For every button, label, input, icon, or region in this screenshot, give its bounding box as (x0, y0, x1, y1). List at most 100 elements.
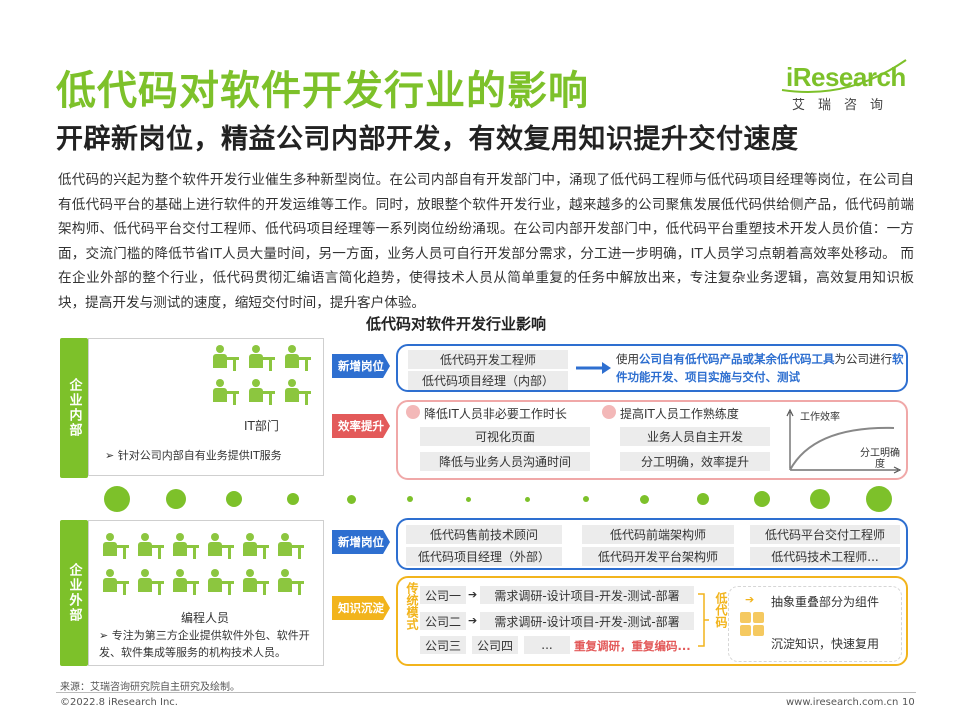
person-at-desk-icon (278, 533, 304, 559)
page-title: 低代码对软件开发行业的影响 (56, 68, 589, 114)
repeat-warning: 重复调研，重复编码... (574, 639, 691, 653)
person-at-desk-icon (208, 533, 234, 559)
person-at-desk-icon (138, 569, 164, 595)
arrow-icon: ➔ (468, 614, 478, 627)
person-at-desk-icon (213, 345, 239, 371)
role-pill: 低代码项目经理（内部） (408, 371, 568, 390)
internal-efficiency-box: 降低IT人员非必要工作时长 可视化页面 降低与业务人员沟通时间 提高IT人员工作… (396, 400, 908, 480)
efficiency-item: 可视化页面 (420, 427, 590, 446)
person-at-desk-icon (208, 569, 234, 595)
chart-title: 低代码对软件开发行业影响 (366, 315, 547, 333)
bullet-icon (406, 405, 420, 419)
role-pill: 低代码前端架构师 (582, 525, 734, 544)
role-pill: 低代码售前技术顾问 (406, 525, 562, 544)
divider-dot (582, 496, 589, 502)
page-number: 10 (902, 697, 915, 708)
person-at-desk-icon (173, 533, 199, 559)
logo-swoosh-icon (781, 59, 907, 93)
internal-dept-label: IT部门 (244, 419, 279, 433)
person-at-desk-icon (285, 345, 311, 371)
iresearch-logo: iResearch 艾瑞咨询 (778, 56, 910, 116)
arrow-right-icon (576, 362, 611, 374)
efficiency-item: 业务人员自主开发 (620, 427, 770, 446)
internal-new-roles-tag: 新增岗位 (332, 354, 390, 378)
curve-x-label: 分工明确度 (860, 448, 900, 470)
divider-dot (407, 496, 414, 502)
logo-text: iResearch (786, 62, 906, 92)
bracket-arrow-icon (698, 593, 709, 647)
external-new-roles-tag: 新增岗位 (332, 530, 390, 554)
external-dept-box: 编程人员 ➢ 专注为第三方企业提供软件外包、软件开发、软件集成等服务的机构技术人… (88, 520, 324, 666)
person-at-desk-icon (249, 345, 275, 371)
divider-dot (466, 496, 472, 502)
arrow-icon: ➔ (745, 593, 755, 606)
lowcode-benefit: 抽象重叠部分为组件 (771, 595, 880, 609)
divider-dot (524, 496, 530, 502)
external-new-roles-box: 低代码售前技术顾问 低代码前端架构师 低代码平台交付工程师 低代码项目经理（外部… (396, 518, 908, 570)
divider-dot (753, 491, 770, 507)
low-code-label: 低代码 (714, 592, 728, 628)
role-pill: 低代码技术工程师... (750, 547, 900, 566)
external-knowledge-box: 传统模式 公司一 ➔ 需求调研-设计项目-开发-测试-部署 公司二 ➔ 需求调研… (396, 576, 908, 666)
lowcode-benefit: 沉淀知识，快速复用 (771, 637, 880, 651)
efficiency-right-head: 提高IT人员工作熟练度 (620, 407, 739, 421)
role-pill: 低代码平台交付工程师 (750, 525, 900, 544)
efficiency-item: 分工明确，效率提升 (620, 452, 770, 471)
it-staff-icons (213, 345, 323, 425)
divider-dot (287, 493, 299, 505)
site-url: www.iresearch.com.cn (786, 697, 899, 708)
company-pill: ... (524, 636, 570, 654)
source-note: 来源：艾瑞咨询研究院自主研究及绘制。 (60, 682, 240, 693)
efficiency-item: 降低与业务人员沟通时间 (420, 452, 590, 471)
company-pill: 公司一 (420, 586, 466, 604)
divider-dot (226, 491, 243, 507)
divider-dot (810, 489, 831, 509)
external-dept-note: ➢ 专注为第三方企业提供软件外包、软件开发、软件集成等服务的机构技术人员。 (99, 629, 310, 659)
role-pill: 低代码项目经理（外部） (406, 547, 562, 566)
external-knowledge-tag: 知识沉淀 (332, 596, 390, 620)
internal-dept-box: IT部门 ➢ 针对公司内部自有业务提供IT服务 (88, 338, 324, 476)
internal-new-roles-box: 低代码开发工程师 低代码项目经理（内部） 使用公司自有低代码产品或某余低代码工具… (396, 344, 908, 392)
person-at-desk-icon (103, 569, 129, 595)
divider-dot (347, 494, 357, 504)
company-pill: 公司四 (472, 636, 518, 654)
person-at-desk-icon (103, 533, 129, 559)
divider-dot (104, 486, 131, 512)
internal-dept-note: ➢ 针对公司内部自有业务提供IT服务 (105, 449, 282, 462)
person-at-desk-icon (285, 379, 311, 405)
copyright: ©2022.8 iResearch Inc. (60, 697, 178, 708)
divider-dot (639, 494, 649, 504)
page-subtitle: 开辟新岗位，精益公司内部开发，有效复用知识提升交付速度 (56, 124, 799, 155)
person-at-desk-icon (213, 379, 239, 405)
programmer-icons (103, 533, 313, 613)
curve-y-label: 工作效率 (800, 412, 840, 423)
internal-role-desc: 使用公司自有低代码产品或某余低代码工具为公司进行软件功能开发、项目实施与交付、测… (616, 352, 904, 384)
efficiency-left-head: 降低IT人员非必要工作时长 (424, 407, 567, 421)
traditional-mode-label: 传统模式 (405, 582, 419, 630)
person-at-desk-icon (278, 569, 304, 595)
flow-pill: 需求调研-设计项目-开发-测试-部署 (480, 586, 694, 604)
dot-divider (88, 480, 908, 518)
internal-efficiency-tag: 效率提升 (332, 414, 390, 438)
efficiency-curve (786, 408, 902, 474)
bullet-icon (602, 405, 616, 419)
role-pill: 低代码开发平台架构师 (582, 547, 734, 566)
role-pill: 低代码开发工程师 (408, 350, 568, 369)
footer-divider (56, 692, 916, 693)
flow-pill: 需求调研-设计项目-开发-测试-部署 (480, 612, 694, 630)
external-dept-label: 编程人员 (181, 611, 230, 625)
internal-side-label: 企业内部 (60, 338, 88, 478)
arrow-icon: ➔ (468, 588, 478, 601)
person-at-desk-icon (138, 533, 164, 559)
divider-dot (865, 486, 892, 512)
person-at-desk-icon (173, 569, 199, 595)
lowcode-benefit-box: ➔ 抽象重叠部分为组件 沉淀知识，快速复用 (728, 586, 902, 662)
person-at-desk-icon (249, 379, 275, 405)
divider-dot (165, 489, 186, 509)
logo-cn: 艾瑞咨询 (792, 98, 897, 113)
body-paragraph: 低代码的兴起为整个软件开发行业催生多种新型岗位。在公司内部自有开发部门中，涌现了… (58, 172, 914, 311)
company-pill: 公司二 (420, 612, 466, 630)
divider-dot (697, 493, 709, 505)
person-at-desk-icon (243, 533, 269, 559)
company-pill: 公司三 (420, 636, 466, 654)
